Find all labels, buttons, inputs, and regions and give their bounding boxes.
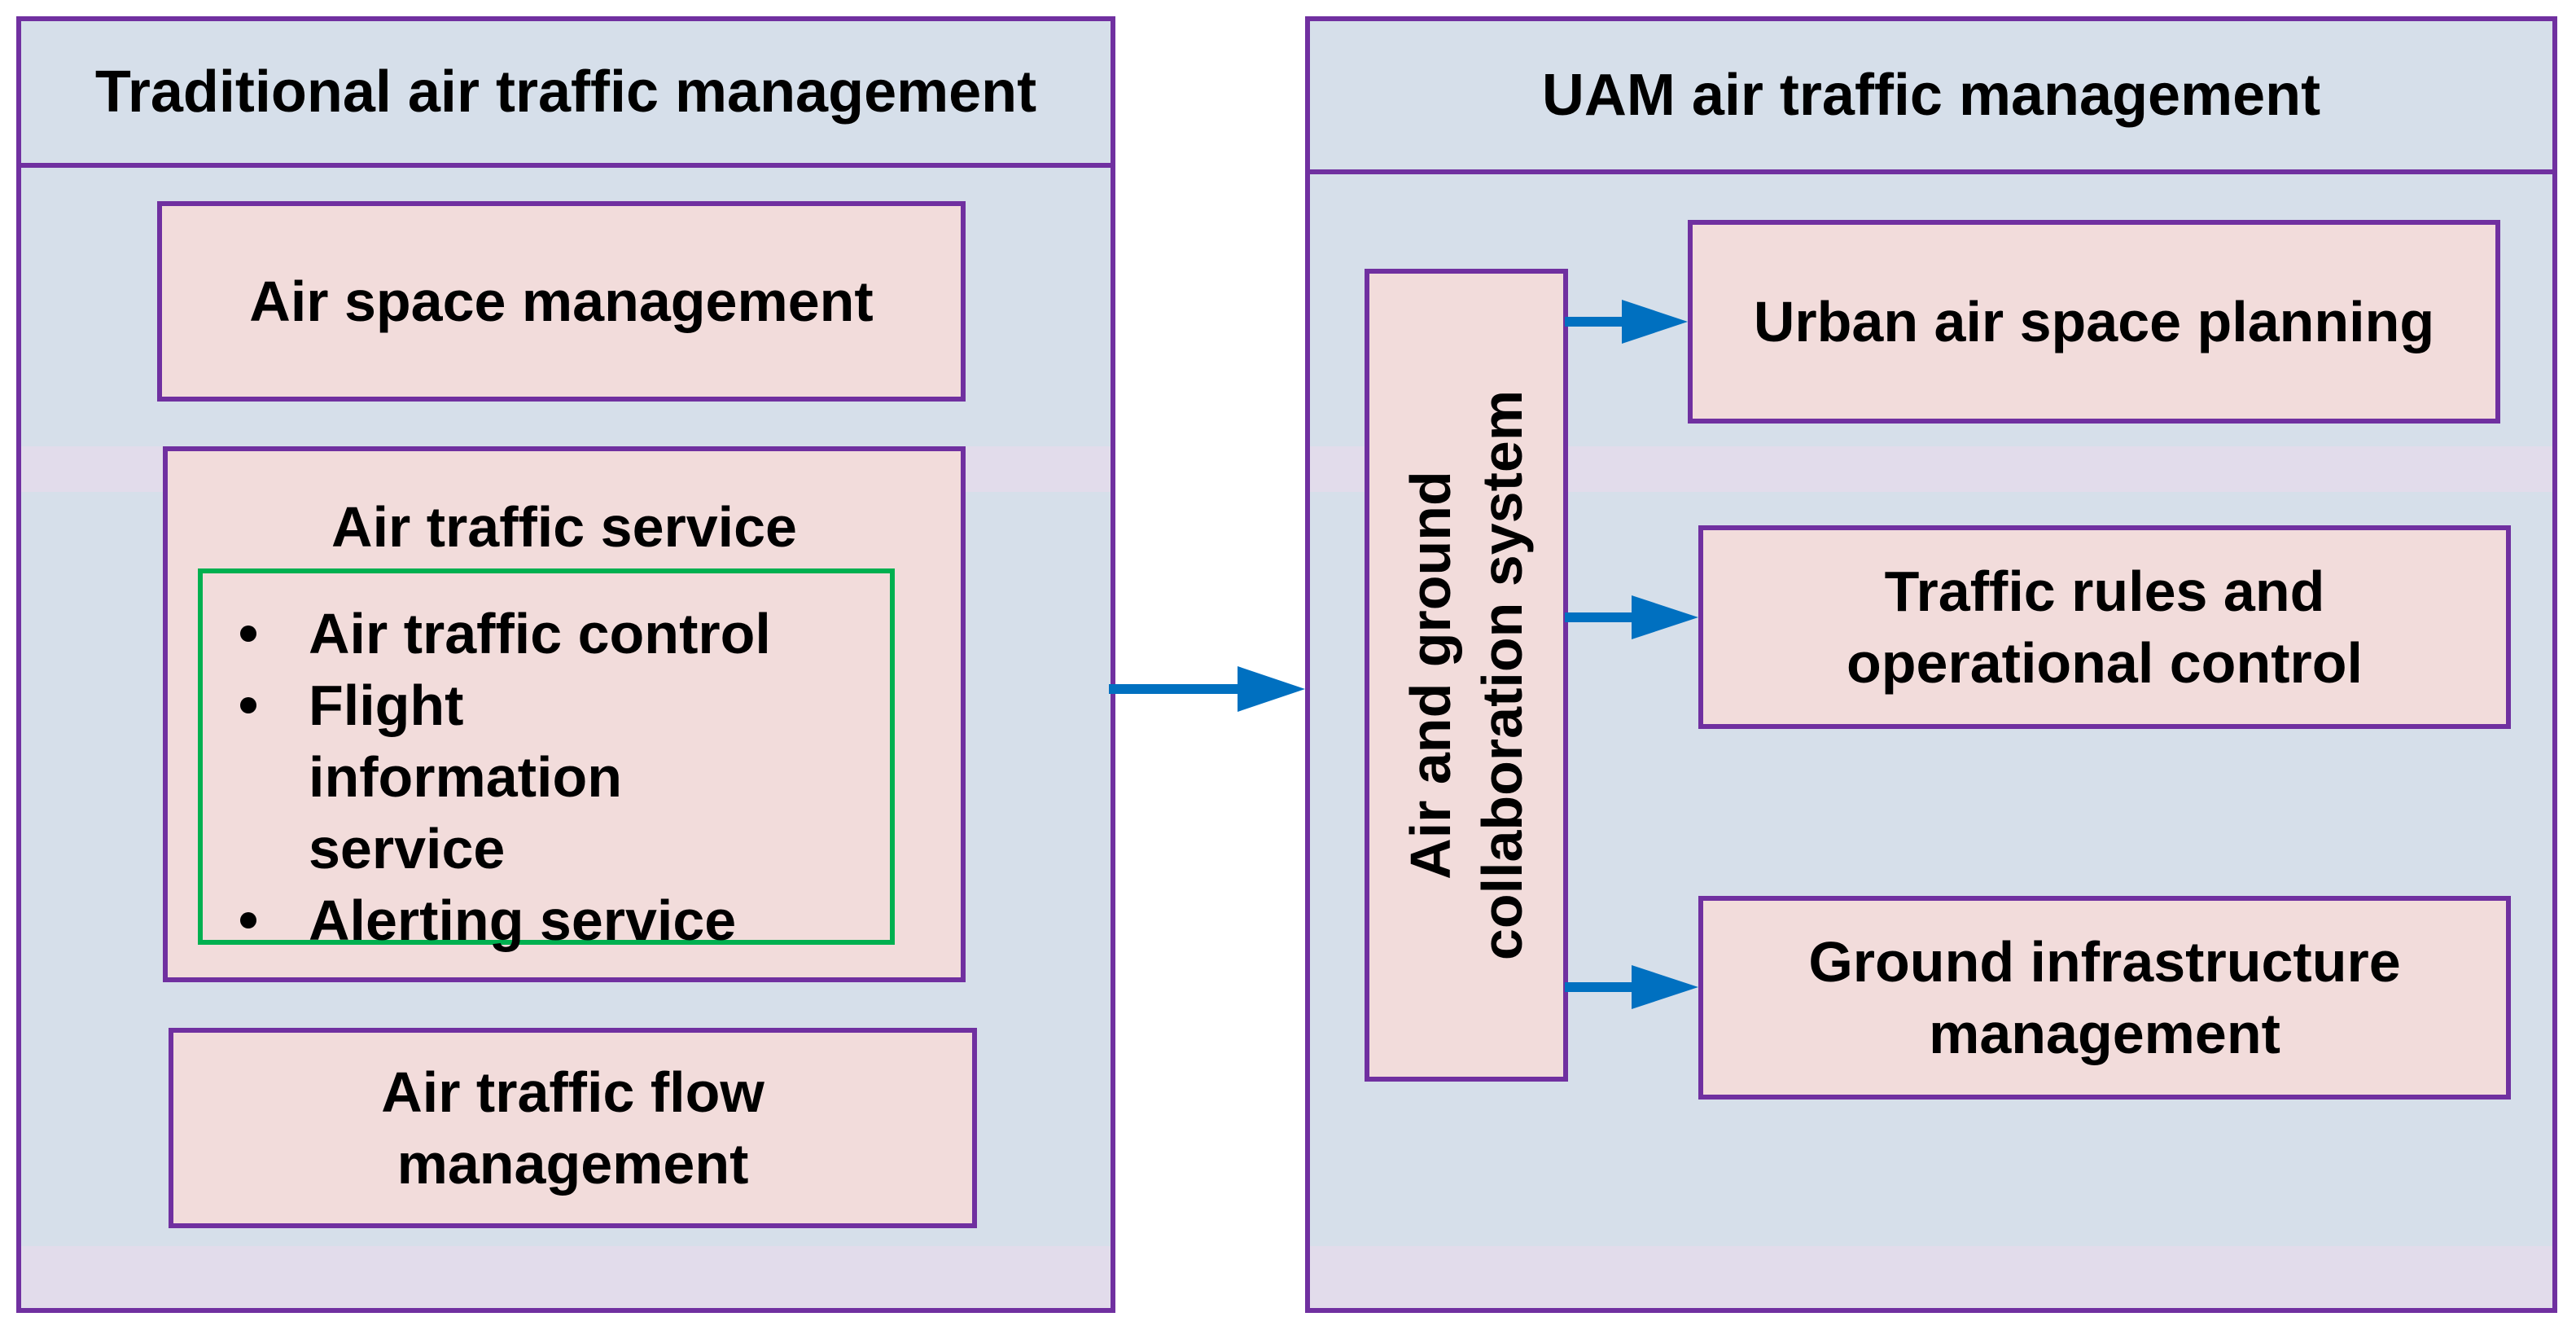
bullet-icon	[240, 697, 256, 713]
main-arrow	[1109, 666, 1305, 712]
bullet-icon	[240, 625, 256, 642]
traditional-atm-title: Traditional air traffic management	[16, 16, 1115, 168]
list-item-air-traffic-control: Air traffic control	[203, 598, 890, 669]
arrow-to-traffic-rules	[1565, 595, 1698, 639]
arrow-to-urban-air-space	[1565, 300, 1688, 344]
bullet-icon	[240, 912, 256, 928]
air-traffic-service-items-box: Air traffic control Flight information s…	[198, 568, 895, 952]
urban-air-space-planning-box: Urban air space planning	[1688, 220, 2500, 424]
right-panel-band-bottom	[1310, 1246, 2552, 1308]
uam-atm-title: UAM air traffic management	[1305, 16, 2557, 174]
left-panel-band-bottom	[21, 1246, 1111, 1308]
arrow-to-ground-infrastructure	[1565, 965, 1698, 1009]
air-traffic-service-list: Air traffic control Flight information s…	[203, 598, 890, 956]
air-ground-collaboration-box: Air and ground collaboration system	[1365, 269, 1568, 1082]
list-item-flight-information-service: Flight information service	[203, 669, 764, 884]
list-item-alerting-service: Alerting service	[203, 884, 890, 956]
air-traffic-service-title: Air traffic service	[331, 495, 797, 559]
air-space-management-box: Air space management	[157, 201, 966, 402]
traffic-rules-box: Traffic rules and operational control	[1698, 525, 2511, 729]
air-traffic-flow-management-box: Air traffic flow management	[169, 1028, 977, 1228]
ground-infrastructure-box: Ground infrastructure management	[1698, 896, 2511, 1100]
